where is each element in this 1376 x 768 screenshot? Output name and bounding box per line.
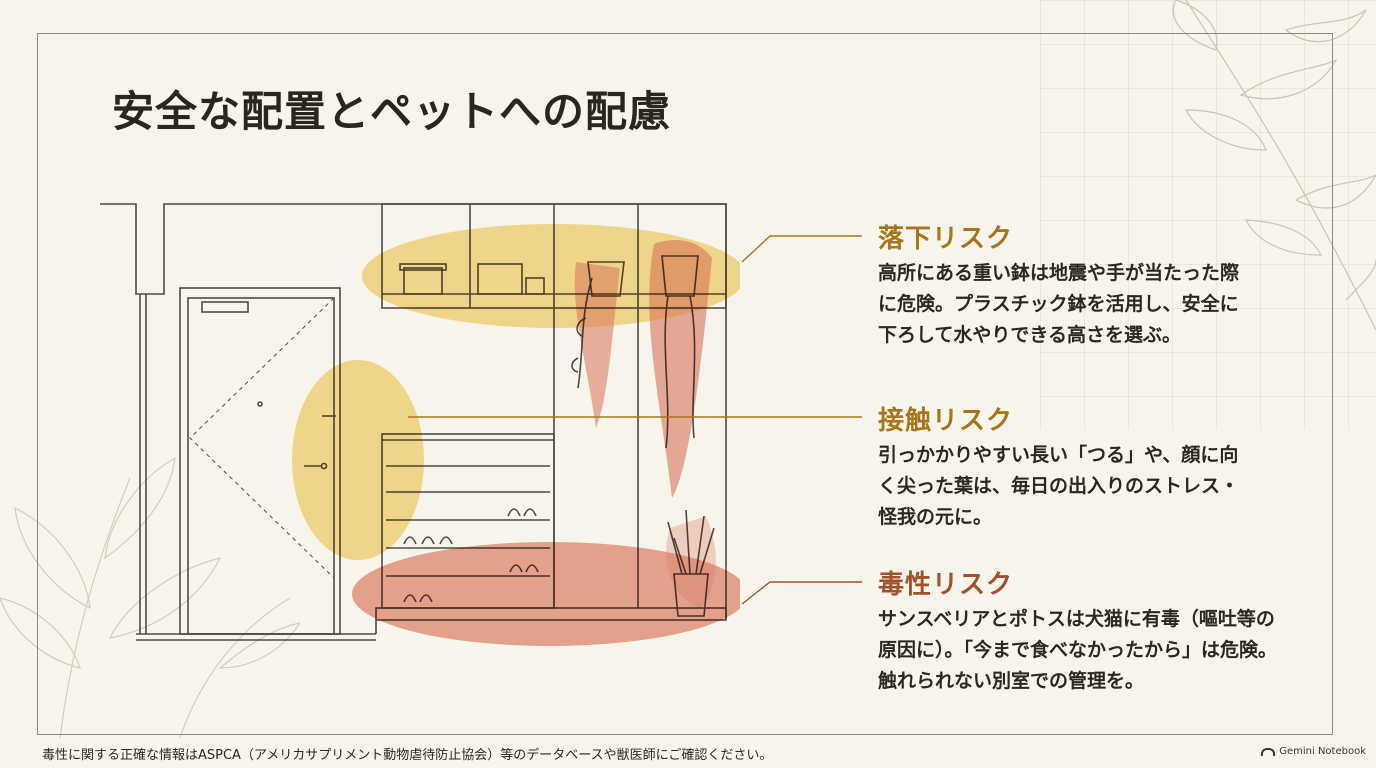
toxicity-risk-title: 毒性リスク [878, 570, 1014, 600]
toxicity-risk-highlight [352, 542, 740, 646]
door-closer [201, 301, 249, 313]
contact-risk-description: 引っかかりやすい長い「つる」や、顔に向 く尖った葉は、毎日の出入りのストレス・ … [878, 440, 1318, 533]
description-line: に危険。プラスチック鉢を活用し、安全に [878, 293, 1239, 315]
background-grid [1040, 0, 1376, 430]
description-line: 怪我の元に。 [878, 506, 993, 528]
description-line: サンスベリアとポトスは犬猫に有毒（嘔吐等の [878, 608, 1275, 630]
leaf-decoration-top-right [1172, 0, 1376, 330]
description-line: 下ろして水やりできる高さを選ぶ。 [878, 324, 1182, 346]
description-line: 触れられない別室での管理を。 [878, 670, 1145, 692]
gemini-notebook-icon [1261, 747, 1276, 756]
brand-label: Gemini Notebook [1279, 746, 1366, 757]
hanging-plant-highlight [649, 239, 712, 498]
page-title: 安全な配置とペットへの配慮 [112, 87, 672, 136]
fall-risk-title: 落下リスク [878, 224, 1014, 254]
fall-risk-highlight [362, 224, 740, 328]
description-line: 原因に）。「今まで食べなかったから」は危険。 [878, 639, 1278, 661]
description-line: 引っかかりやすい長い「つる」や、顔に向 [878, 444, 1239, 466]
shoes [507, 508, 537, 517]
content-frame [37, 33, 1333, 735]
fall-risk-description: 高所にある重い鉢は地震や手が当たった際 に危険。プラスチック鉢を活用し、安全に … [878, 258, 1318, 351]
description-line: く尖った葉は、毎日の出入りのストレス・ [878, 475, 1240, 497]
description-line: 高所にある重い鉢は地震や手が当たった際 [878, 262, 1240, 284]
brand-badge: Gemini Notebook [1261, 746, 1366, 757]
fall-risk-leader [741, 235, 862, 263]
pothos-highlight [574, 262, 620, 428]
contact-risk-highlight [292, 360, 424, 560]
toxicity-risk-description: サンスベリアとポトスは犬猫に有毒（嘔吐等の 原因に）。「今まで食べなかったから」… [878, 604, 1318, 697]
contact-risk-title: 接触リスク [878, 406, 1014, 436]
toxicity-risk-leader [741, 581, 862, 605]
leaf-decoration-bottom-left [0, 456, 300, 738]
entryway-illustration [100, 203, 740, 646]
footnote: 毒性に関する正確な情報はASPCA（アメリカサプリメント動物虐待防止協会）等のデ… [42, 748, 773, 763]
